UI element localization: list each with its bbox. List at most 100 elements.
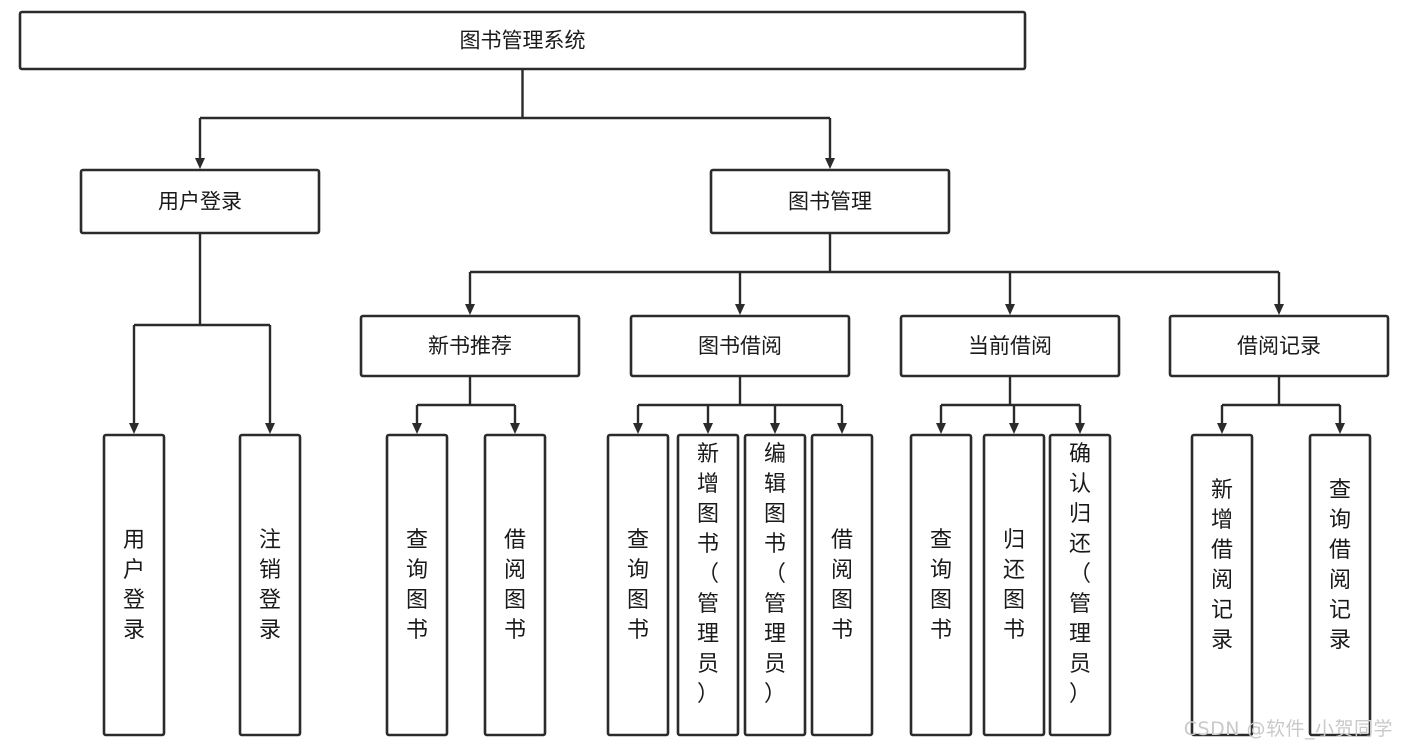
svg-text:编: 编 (764, 442, 786, 467)
svg-text:图: 图 (764, 502, 786, 527)
svg-text:图: 图 (930, 588, 952, 613)
svg-text:书: 书 (504, 618, 526, 643)
leaf-box-leaf-add-book[interactable] (676, 433, 740, 737)
svg-text:查: 查 (1329, 478, 1351, 503)
svg-text:登: 登 (259, 588, 281, 613)
leaf-box-leaf-logout[interactable] (238, 433, 302, 737)
leaf-box-leaf-query-record[interactable] (1308, 433, 1372, 737)
leaf-box-leaf-borrow-book-2[interactable] (810, 433, 874, 737)
svg-text:理: 理 (697, 622, 719, 647)
svg-text:书: 书 (697, 532, 719, 557)
svg-text:）: ） (697, 682, 719, 707)
node-box-book-management[interactable] (709, 168, 951, 235)
svg-text:销: 销 (259, 558, 281, 583)
node-box-borrow-record[interactable] (1168, 314, 1390, 378)
node-label-borrow-record: 借阅记录 (1237, 334, 1321, 358)
node-box-book-borrow[interactable] (629, 314, 851, 378)
svg-text:借: 借 (1329, 538, 1351, 563)
node-box-layer (18, 10, 1390, 737)
svg-text:书: 书 (930, 618, 952, 643)
leaf-box-leaf-query-book-1[interactable] (385, 433, 449, 737)
svg-text:新: 新 (697, 442, 719, 467)
svg-text:书: 书 (1003, 618, 1025, 643)
svg-text:新: 新 (1211, 478, 1233, 503)
svg-text:登: 登 (123, 588, 145, 613)
svg-text:辑: 辑 (764, 472, 786, 497)
csdn-watermark: CSDN @软件_小贺同学 (1183, 718, 1393, 740)
svg-text:录: 录 (123, 618, 145, 643)
svg-text:阅: 阅 (831, 558, 853, 583)
leaf-box-leaf-add-record[interactable] (1190, 433, 1254, 737)
svg-text:书: 书 (627, 618, 649, 643)
leaf-box-leaf-query-book-2[interactable] (606, 433, 670, 737)
svg-text:（: （ (764, 562, 786, 587)
svg-text:录: 录 (1329, 628, 1351, 653)
svg-text:）: ） (764, 682, 786, 707)
svg-text:记: 记 (1211, 598, 1233, 623)
svg-text:借: 借 (504, 528, 526, 553)
svg-text:询: 询 (406, 558, 428, 583)
leaf-box-leaf-return-book[interactable] (982, 433, 1046, 737)
svg-text:（: （ (1069, 562, 1091, 587)
svg-text:户: 户 (123, 558, 145, 583)
svg-text:管: 管 (1069, 592, 1091, 617)
connector-layer (129, 69, 1345, 434)
svg-text:归: 归 (1069, 502, 1091, 527)
svg-text:询: 询 (1329, 508, 1351, 533)
svg-text:书: 书 (831, 618, 853, 643)
leaf-label-leaf-user-login: 用户登录 (123, 528, 145, 643)
svg-text:书: 书 (406, 618, 428, 643)
svg-text:管: 管 (764, 592, 786, 617)
svg-text:借: 借 (1211, 538, 1233, 563)
svg-text:归: 归 (1003, 528, 1025, 553)
svg-text:增: 增 (1211, 508, 1233, 533)
svg-text:确: 确 (1069, 442, 1091, 467)
node-label-current-borrow: 当前借阅 (968, 334, 1052, 358)
svg-text:阅: 阅 (504, 558, 526, 583)
svg-text:还: 还 (1003, 558, 1025, 583)
svg-text:询: 询 (930, 558, 952, 583)
svg-text:录: 录 (259, 618, 281, 643)
node-label-new-book-recommend: 新书推荐 (428, 334, 512, 358)
node-label-book-borrow: 图书借阅 (698, 334, 782, 358)
leaf-box-leaf-borrow-book-1[interactable] (483, 433, 547, 737)
node-label-user-login: 用户登录 (158, 190, 242, 214)
leaf-box-leaf-edit-book[interactable] (743, 433, 807, 737)
leaf-box-leaf-query-book-3[interactable] (909, 433, 973, 737)
leaf-box-leaf-user-login[interactable] (102, 433, 166, 737)
svg-text:图: 图 (697, 502, 719, 527)
node-box-new-book-recommend[interactable] (359, 314, 581, 378)
svg-text:管: 管 (697, 592, 719, 617)
root-node-box[interactable] (18, 10, 1027, 71)
svg-text:查: 查 (627, 528, 649, 553)
svg-text:注: 注 (259, 528, 281, 553)
svg-text:查: 查 (406, 528, 428, 553)
svg-text:图: 图 (406, 588, 428, 613)
svg-text:借: 借 (831, 528, 853, 553)
svg-text:员: 员 (764, 652, 786, 677)
svg-text:图: 图 (504, 588, 526, 613)
leaf-box-leaf-confirm-return[interactable] (1048, 433, 1112, 737)
node-box-user-login[interactable] (79, 168, 321, 235)
svg-text:还: 还 (1069, 532, 1091, 557)
svg-text:理: 理 (764, 622, 786, 647)
svg-text:图: 图 (627, 588, 649, 613)
svg-text:）: ） (1069, 682, 1091, 707)
svg-text:书: 书 (764, 532, 786, 557)
svg-text:阅: 阅 (1329, 568, 1351, 593)
node-box-current-borrow[interactable] (899, 314, 1121, 378)
node-label-book-management: 图书管理 (788, 190, 872, 214)
